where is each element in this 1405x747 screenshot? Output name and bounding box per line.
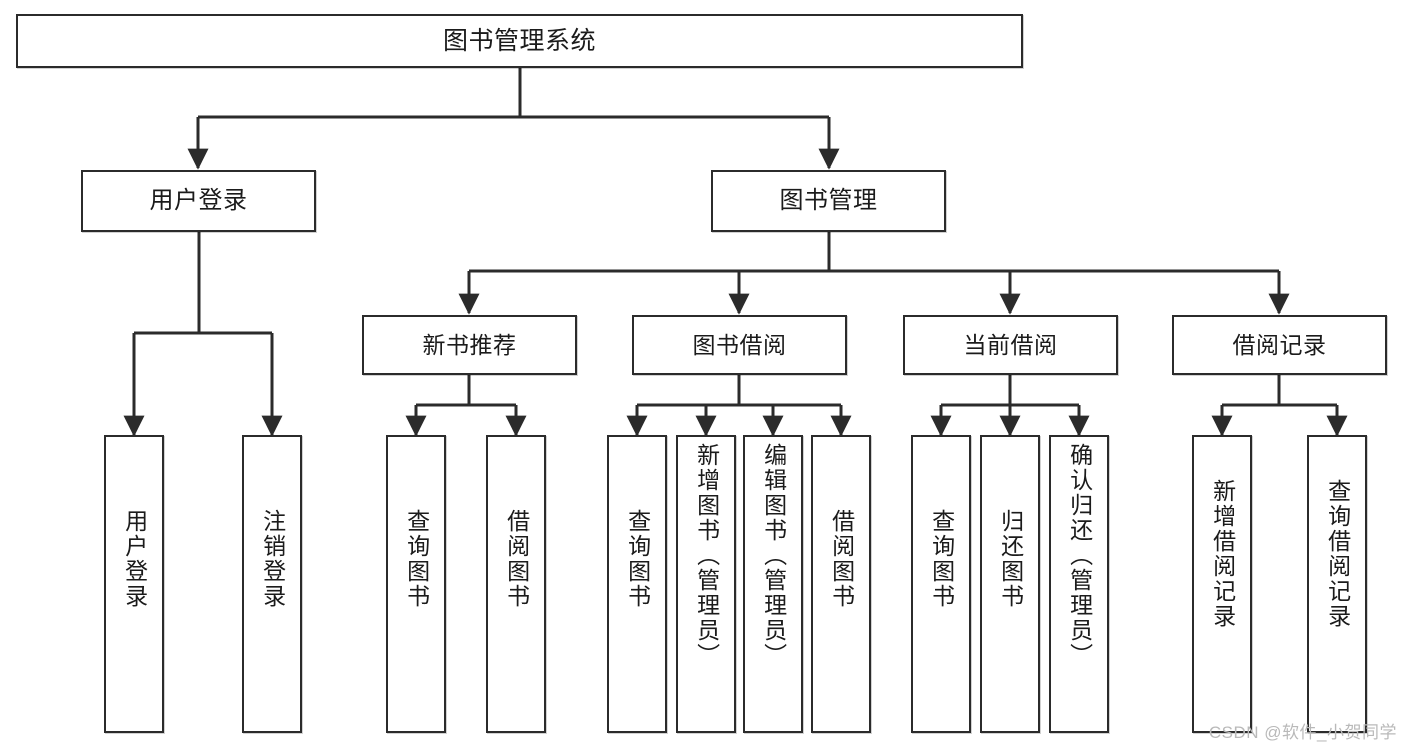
node-leaf-add-record-label: 新增借阅记录 — [1209, 479, 1236, 629]
node-leaf-query-book-3[interactable]: 查询图书 — [911, 435, 971, 733]
node-new-book-recommend-label: 新书推荐 — [422, 331, 517, 358]
node-current-borrow[interactable]: 当前借阅 — [903, 315, 1118, 375]
node-new-book-recommend[interactable]: 新书推荐 — [362, 315, 577, 375]
node-leaf-user-login[interactable]: 用户登录 — [104, 435, 164, 733]
node-leaf-query-book-3-label: 查询图书 — [928, 509, 955, 609]
node-leaf-borrow-book-2-label: 借阅图书 — [828, 509, 855, 609]
node-leaf-borrow-book-2[interactable]: 借阅图书 — [811, 435, 871, 733]
node-user-login-label: 用户登录 — [149, 187, 248, 215]
node-leaf-query-record-label: 查询借阅记录 — [1324, 479, 1351, 629]
node-leaf-logout[interactable]: 注销登录 — [242, 435, 302, 733]
node-leaf-return-book[interactable]: 归还图书 — [980, 435, 1040, 733]
node-leaf-borrow-book-1[interactable]: 借阅图书 — [486, 435, 546, 733]
node-book-manage[interactable]: 图书管理 — [711, 170, 946, 232]
node-leaf-query-book-1-label: 查询图书 — [403, 509, 430, 609]
node-leaf-edit-book-label: 编辑图书（管理员） — [760, 443, 787, 668]
node-leaf-confirm-return-label: 确认归还（管理员） — [1066, 443, 1093, 668]
node-user-login[interactable]: 用户登录 — [81, 170, 316, 232]
node-book-borrow[interactable]: 图书借阅 — [632, 315, 847, 375]
node-leaf-user-login-label: 用户登录 — [121, 509, 148, 609]
node-leaf-query-book-2[interactable]: 查询图书 — [607, 435, 667, 733]
node-leaf-borrow-book-1-label: 借阅图书 — [503, 509, 530, 609]
node-borrow-record[interactable]: 借阅记录 — [1172, 315, 1387, 375]
node-current-borrow-label: 当前借阅 — [963, 331, 1058, 358]
node-leaf-query-book-2-label: 查询图书 — [624, 509, 651, 609]
node-leaf-confirm-return[interactable]: 确认归还（管理员） — [1049, 435, 1109, 733]
node-leaf-add-book-label: 新增图书（管理员） — [693, 443, 720, 668]
node-root-label: 图书管理系统 — [442, 26, 596, 55]
node-book-manage-label: 图书管理 — [779, 187, 878, 215]
node-leaf-query-record[interactable]: 查询借阅记录 — [1307, 435, 1367, 733]
node-borrow-record-label: 借阅记录 — [1232, 331, 1327, 358]
node-book-borrow-label: 图书借阅 — [692, 331, 787, 358]
node-root[interactable]: 图书管理系统 — [16, 14, 1023, 68]
node-leaf-add-record[interactable]: 新增借阅记录 — [1192, 435, 1252, 733]
node-leaf-query-book-1[interactable]: 查询图书 — [386, 435, 446, 733]
node-leaf-edit-book[interactable]: 编辑图书（管理员） — [743, 435, 803, 733]
node-leaf-add-book[interactable]: 新增图书（管理员） — [676, 435, 736, 733]
node-leaf-logout-label: 注销登录 — [259, 509, 286, 609]
node-leaf-return-book-label: 归还图书 — [997, 509, 1024, 609]
